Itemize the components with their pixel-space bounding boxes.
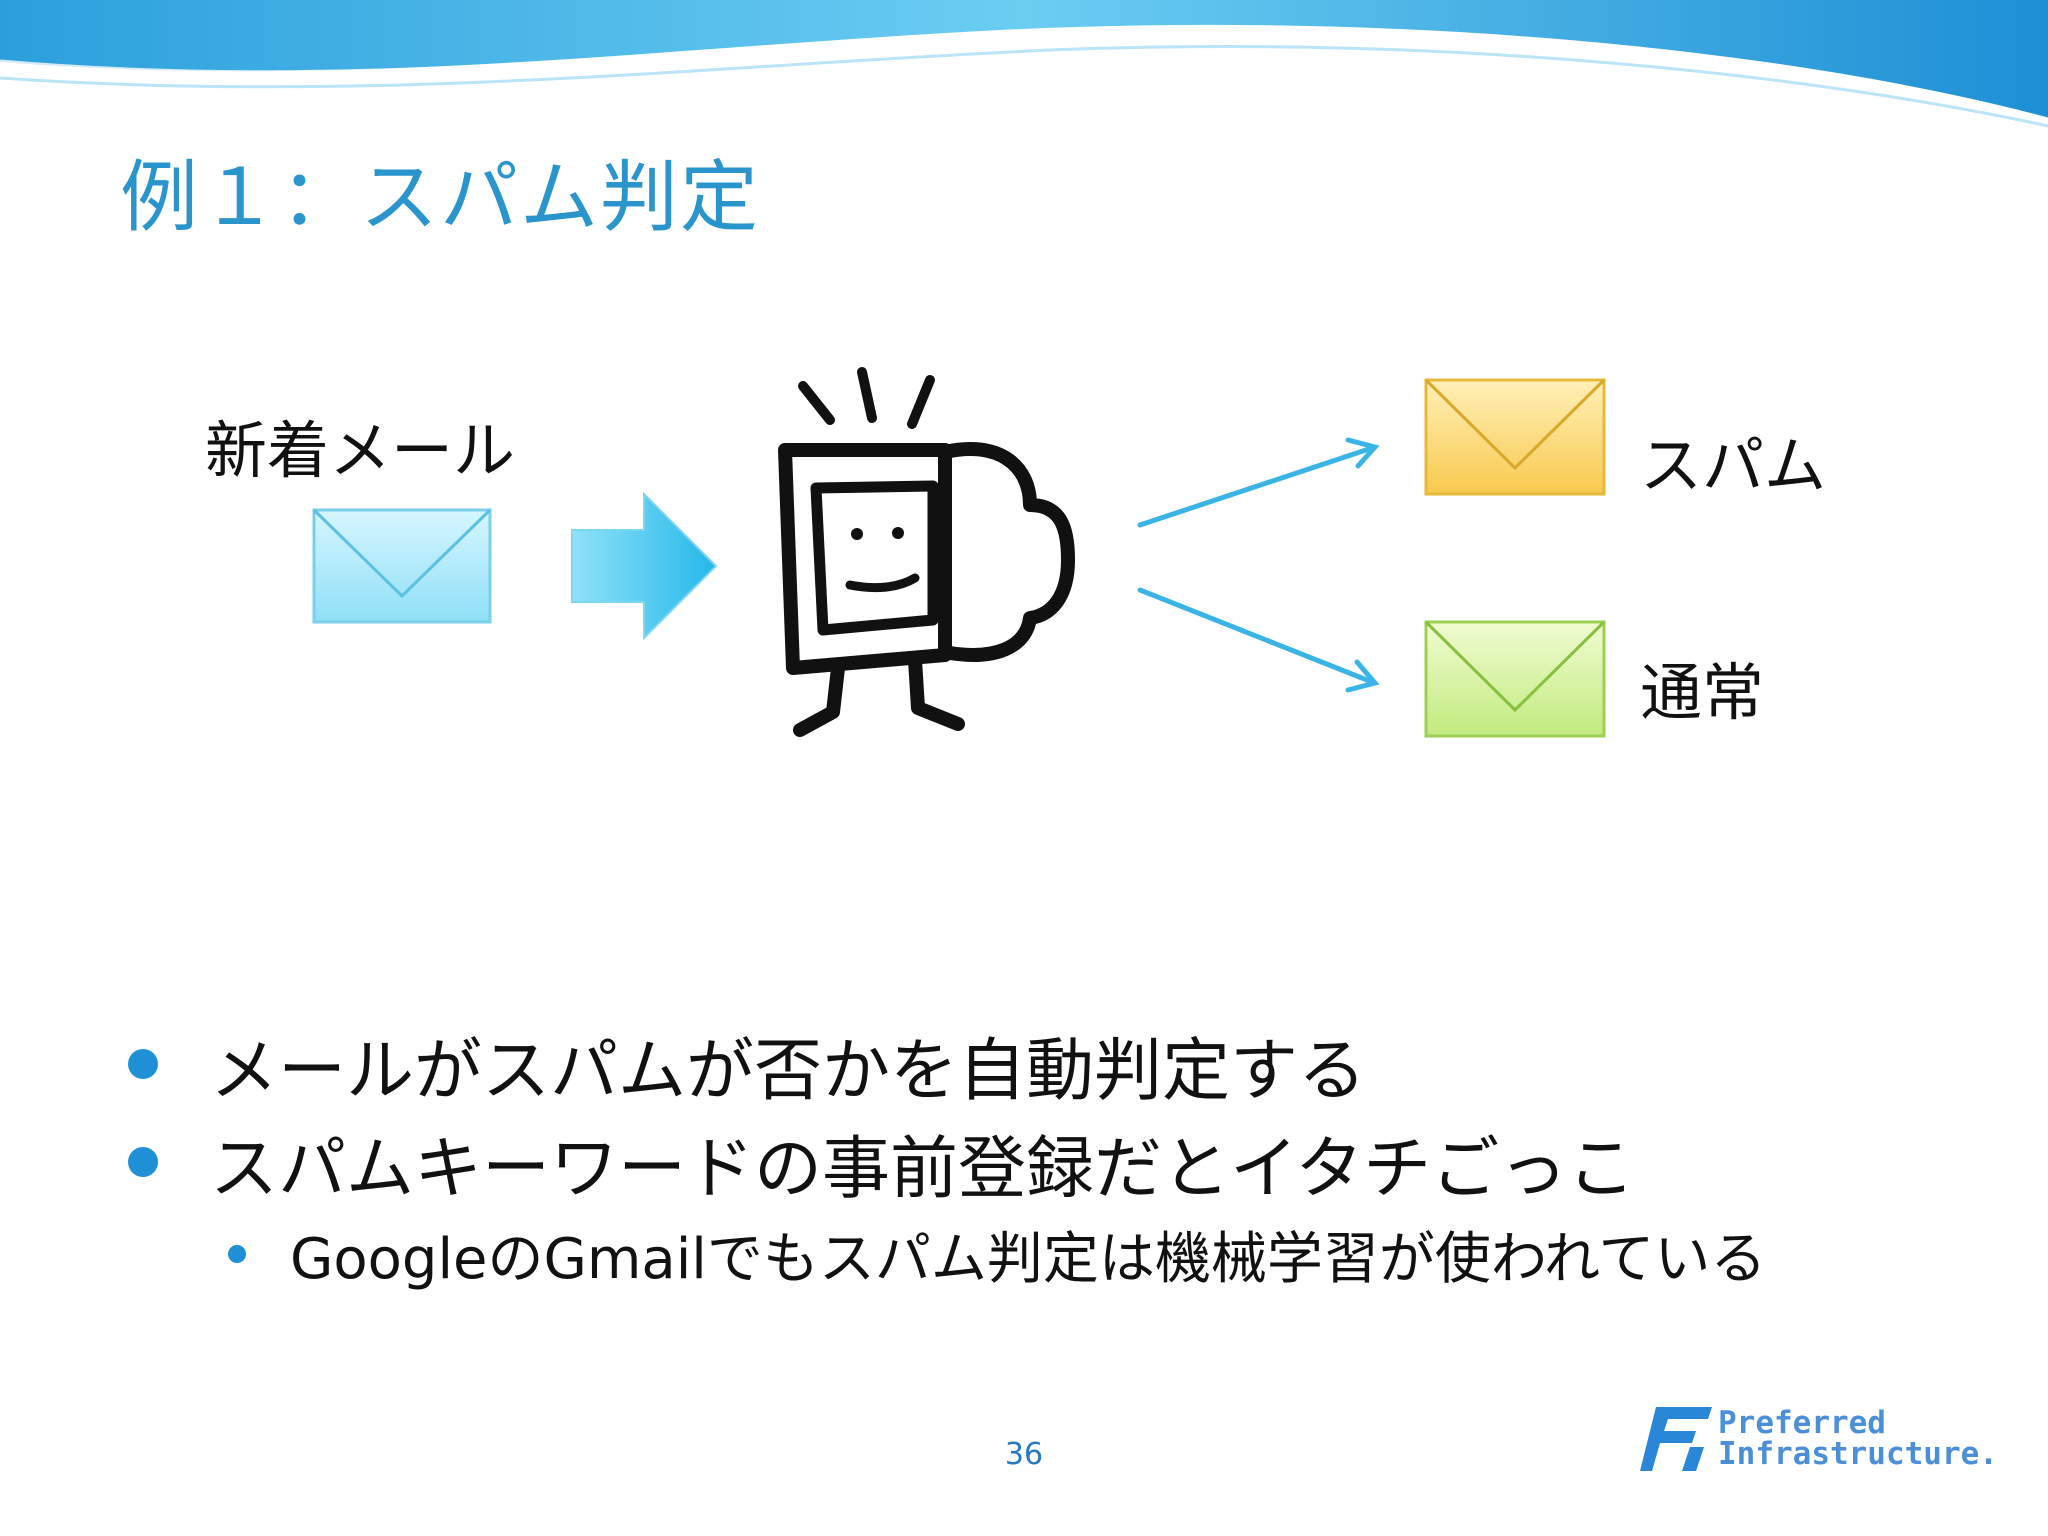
page-number: 36 [1004,1437,1044,1472]
spam-label: スパム [1640,429,1827,502]
bullet-list: メールがスパムが否かを自動判定する スパムキーワードの事前登録だとイタチごっこ … [120,1015,1920,1297]
right-arrow-icon [571,491,718,641]
bullet-dot-icon [228,1245,246,1263]
bullet-dot-icon [128,1147,158,1177]
bullet-text: スパムキーワードの事前登録だとイタチごっこ [210,1129,1636,1209]
logo-line-2: Infrastructure. [1718,1436,1998,1472]
company-logo-icon [1640,1407,1712,1471]
normal-label: 通常 [1640,656,1765,729]
slide-title: 例１：スパム判定 [120,153,761,243]
bullet-dot-icon [128,1049,158,1079]
bullet-text: メールがスパムが否かを自動判定する [210,1031,1367,1111]
normal-branch-arrow-icon [1137,587,1380,693]
classifier-robot-icon [778,367,1075,737]
spam-branch-arrow-icon [1137,437,1380,528]
spam-envelope-icon [1424,378,1606,496]
sub-bullet-text: GoogleのGmailでもスパム判定は機械学習が使われている [290,1226,1767,1292]
company-logo-text: Preferred Infrastructure. [1718,1408,1998,1470]
header-wave [0,0,2048,128]
logo-line-1: Preferred [1718,1405,1886,1441]
input-label: 新着メール [205,414,516,487]
bullet-item: スパムキーワードの事前登録だとイタチごっこ [120,1113,1920,1211]
sub-bullet-item: GoogleのGmailでもスパム判定は機械学習が使われている [228,1211,1920,1297]
normal-envelope-icon [1424,620,1606,738]
bullet-item: メールがスパムが否かを自動判定する [120,1015,1920,1113]
input-envelope-icon [312,508,492,624]
